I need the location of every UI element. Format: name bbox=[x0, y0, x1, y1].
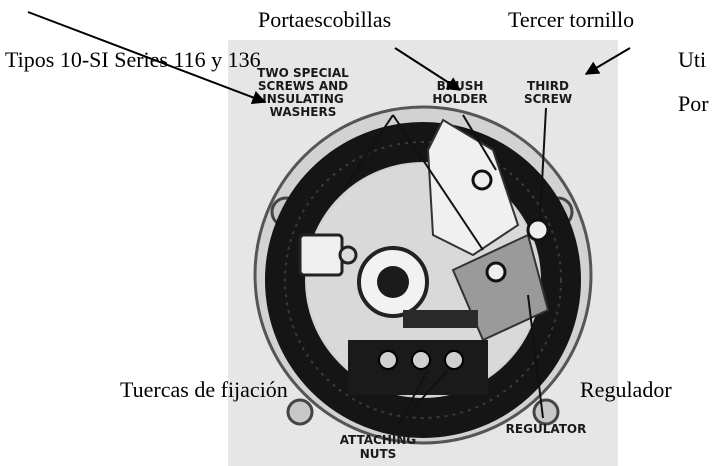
label-tercer-tornillo: Tercer tornillo bbox=[508, 8, 634, 32]
arrow-third-screw bbox=[586, 48, 630, 74]
label-portaescobillas: Portaescobillas bbox=[258, 8, 391, 32]
label-cut-right-1: Uti bbox=[678, 48, 706, 72]
label-series: Tipos 10-SI Series 116 y 136 bbox=[5, 48, 261, 72]
arrow-brush-holder bbox=[395, 48, 460, 90]
label-cut-right-2: Por bbox=[678, 92, 709, 116]
label-regulador: Regulador bbox=[580, 378, 672, 402]
label-tuercas: Tuercas de fijación bbox=[120, 378, 288, 402]
